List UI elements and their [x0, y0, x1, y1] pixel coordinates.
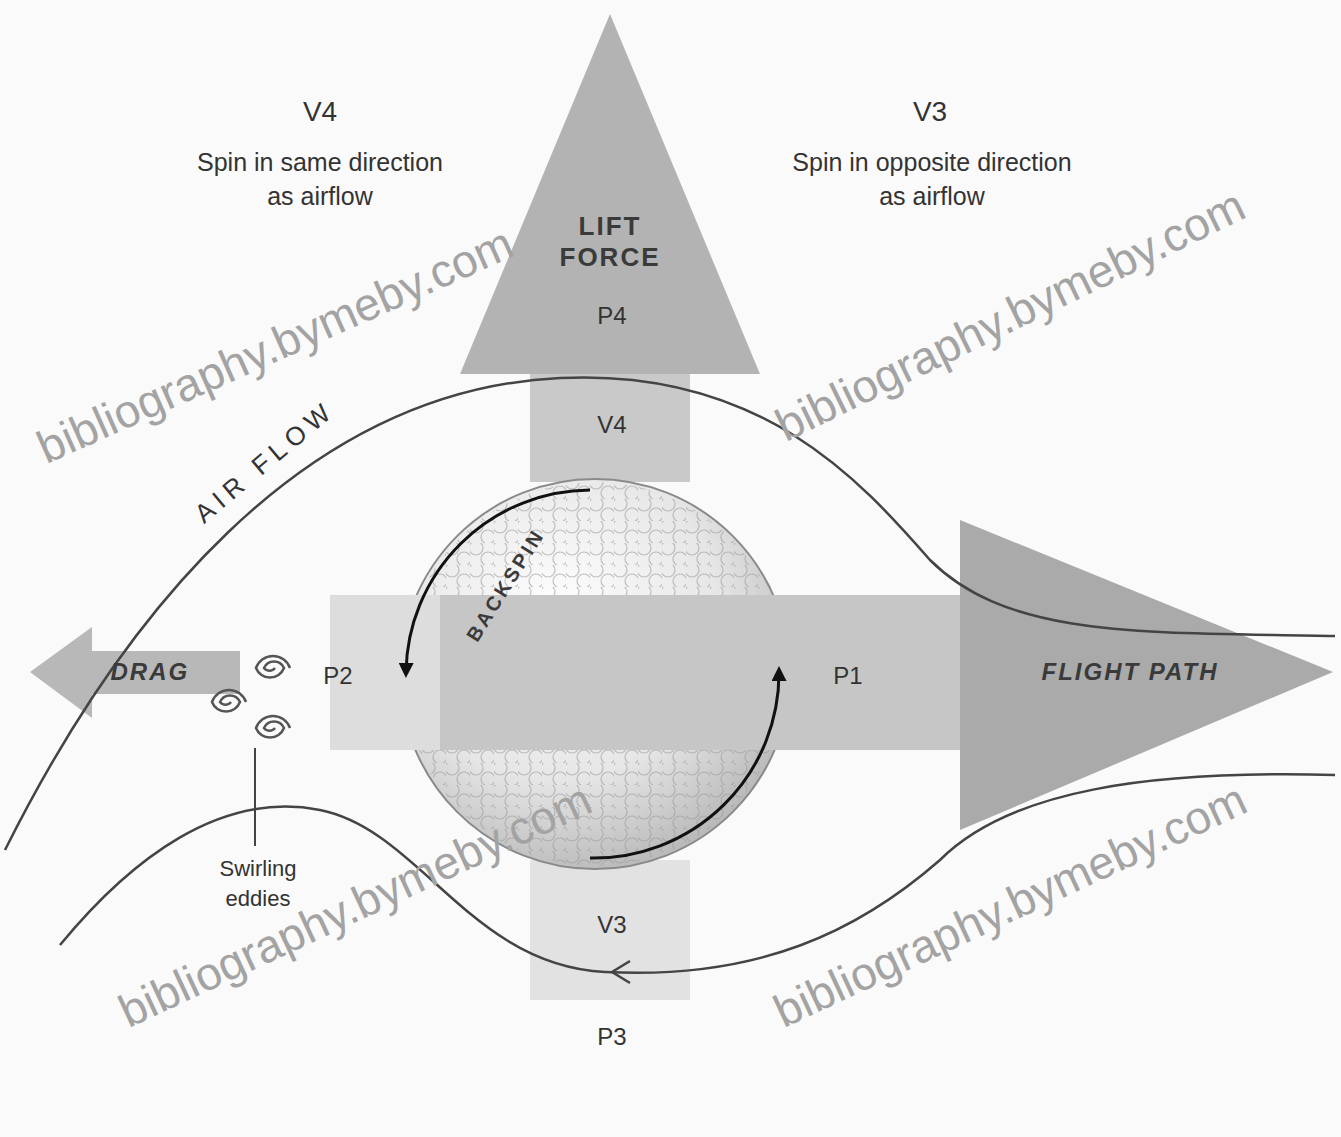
arrow-shape [30, 627, 240, 718]
eddy-spirals [212, 656, 290, 738]
arrow-shape [960, 520, 1333, 830]
velocity-label: V3 [913, 93, 947, 131]
watermark: bibliography.bymeby.com [764, 768, 1257, 1042]
flight-path-arrow: FLIGHT PATH [330, 515, 1335, 835]
pressure-label: P4 [597, 300, 626, 332]
leader-line [254, 748, 256, 846]
velocity-label: V4 [303, 93, 337, 131]
watermark: bibliography.bymeby.com [765, 174, 1255, 455]
arrow-shape [530, 374, 690, 482]
node-label: DRAG [111, 658, 190, 687]
streamline [5, 377, 1335, 850]
note-text: Spin in same direction as airflow [189, 146, 451, 214]
pressure-label: P3 [597, 1021, 626, 1053]
spin-arrow [406, 490, 590, 672]
arrow-shape [330, 595, 960, 750]
light-panel [530, 860, 690, 1000]
note-text: Spin in opposite direction as airflow [785, 146, 1080, 214]
pressure-label: P2 [323, 660, 352, 692]
velocity-label: V3 [597, 909, 626, 941]
node-label: FLIGHT PATH [1042, 658, 1219, 687]
flow-label: AIR FLOW [187, 393, 343, 532]
watermark: bibliography.bymeby.com [109, 768, 602, 1042]
node-label: LIFT FORCE [550, 211, 670, 273]
spin-arrow [590, 672, 779, 858]
flow-arrowhead [612, 961, 630, 983]
pressure-label: P1 [833, 660, 862, 692]
velocity-label: V4 [597, 409, 626, 441]
